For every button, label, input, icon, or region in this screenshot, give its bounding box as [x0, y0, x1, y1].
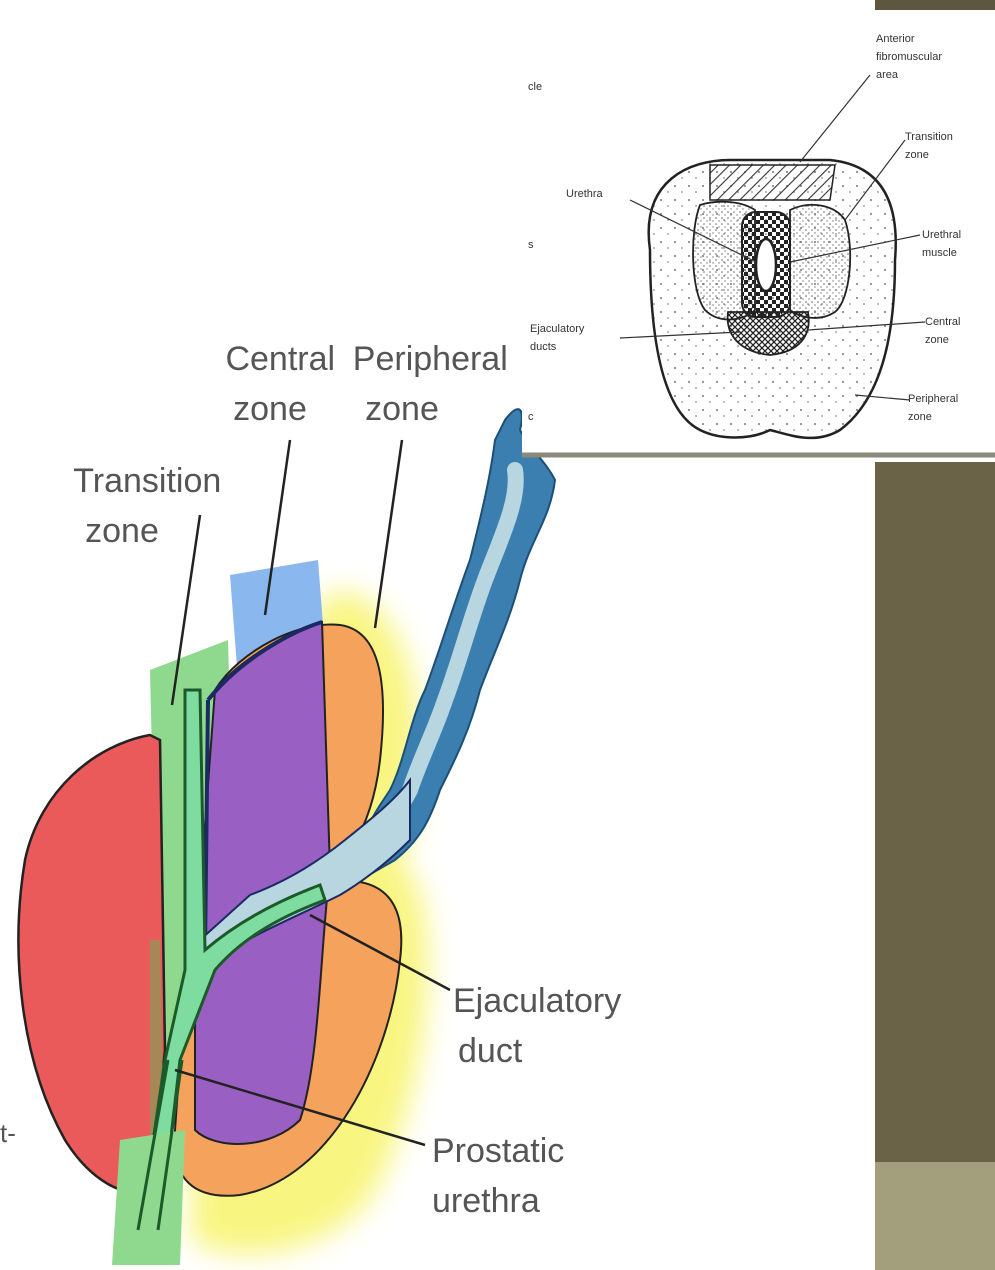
inset-transition-lobe-right: [790, 205, 850, 318]
inset-label-urethra: Urethra: [566, 188, 604, 200]
side-panel-main: [875, 462, 995, 1162]
inset-edge-fragment-3: c: [528, 411, 534, 423]
label-central-zone: Central zone: [225, 340, 344, 428]
label-peripheral-zone: Peripheral zone: [353, 340, 517, 428]
inset-edge-fragment-2: s: [528, 239, 534, 251]
main-prostate-diagram: Central zone Peripheral zone Transition …: [0, 340, 631, 1265]
label-ejaculatory-duct: Ejaculatory duct: [453, 982, 631, 1070]
side-panel-bottom: [875, 1162, 995, 1270]
transition-zone-red-lobe: [18, 735, 165, 1193]
edge-fragment-left: t-: [0, 1118, 16, 1148]
urethra-bottom-band: [112, 1130, 185, 1265]
inset-urethra-lumen: [756, 239, 776, 291]
leader-peripheral-zone: [375, 440, 402, 628]
label-transition-zone: Transition zone: [73, 462, 230, 550]
inset-edge-fragment-1: cle: [528, 81, 542, 93]
label-prostatic-urethra: Prostatic urethra: [432, 1132, 574, 1220]
inset-cross-section: Anterior fibromuscular area Transition z…: [522, 10, 995, 455]
inset-anterior-fibromuscular: [710, 165, 835, 200]
